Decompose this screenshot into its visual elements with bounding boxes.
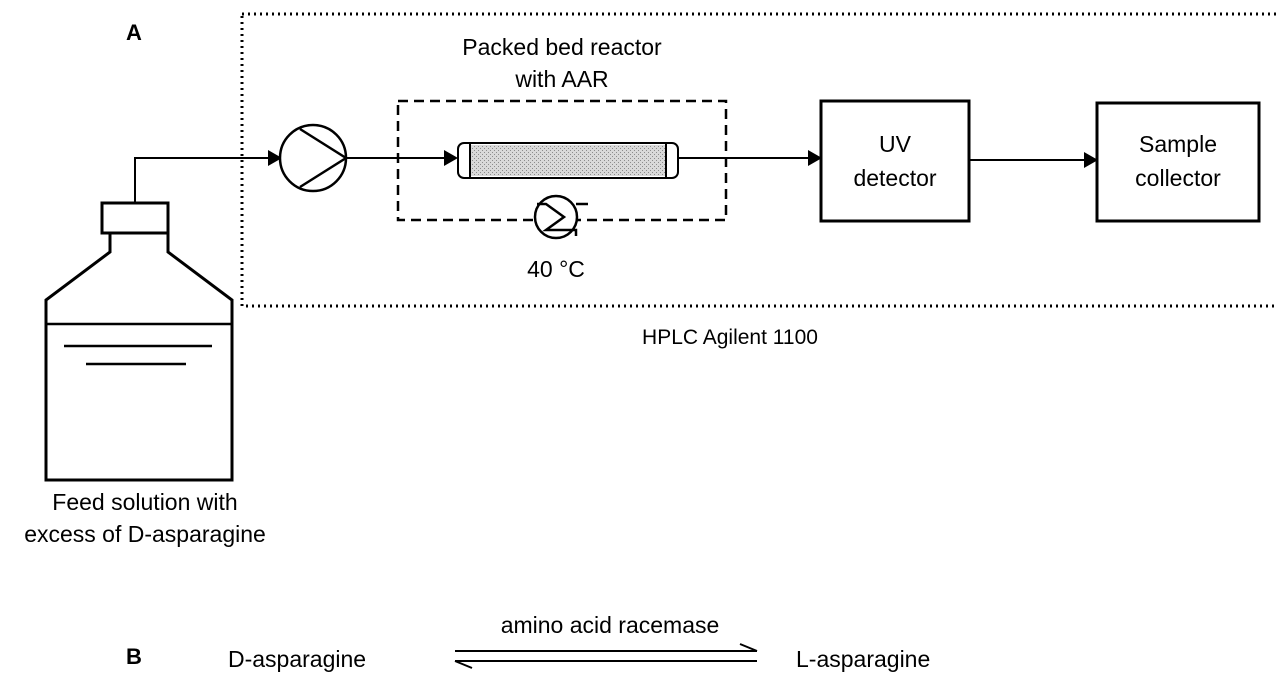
feed-tubing — [134, 157, 268, 203]
sample-collector-box — [1095, 101, 1261, 223]
uv-detector-line2: detector — [853, 165, 937, 191]
product-label: L-asparagine — [796, 646, 931, 672]
uv-detector-line1: UV — [879, 131, 911, 157]
panel-b-label: B — [126, 644, 142, 669]
pump — [278, 123, 349, 193]
bottle-body — [44, 233, 234, 482]
feed-label-line2: excess of D-asparagine — [24, 521, 266, 547]
arrowhead-to-uv — [808, 150, 822, 166]
feed-bottle — [44, 201, 234, 482]
packed-column — [457, 142, 679, 179]
uv-detector-box — [819, 99, 971, 223]
hplc-boundary — [240, 12, 1276, 308]
reactant-label: D-asparagine — [228, 646, 367, 672]
collector-line1: Sample — [1139, 131, 1217, 157]
equilibrium-arrows — [454, 643, 758, 669]
hplc-label: HPLC Agilent 1100 — [642, 326, 818, 349]
reactor-title-line1: Packed bed reactor — [462, 34, 662, 60]
temperature-label: 40 °C — [527, 256, 585, 282]
arrowhead-to-reactor — [444, 150, 458, 166]
enzyme-label: amino acid racemase — [500, 612, 720, 638]
reactor-title-line2: with AAR — [515, 66, 609, 92]
collector-line2: collector — [1135, 165, 1221, 191]
arrowhead-to-pump — [268, 150, 282, 166]
arrowhead-to-collector — [1084, 152, 1098, 168]
bottle-cap — [100, 201, 170, 235]
panel-a-label: A — [126, 20, 142, 45]
feed-label-line1: Feed solution with — [52, 489, 238, 515]
heat-exchanger — [533, 194, 588, 240]
